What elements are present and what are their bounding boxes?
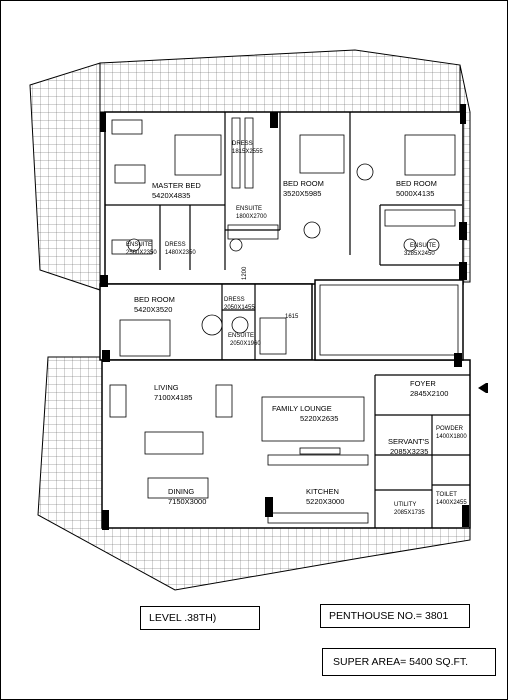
room-size-living: 7100X4185 xyxy=(154,393,192,402)
room-size-kitchen: 5220X3000 xyxy=(306,497,344,506)
terrace-top-left xyxy=(29,62,101,291)
room-name-bedroom-left: BED ROOM xyxy=(134,295,175,304)
room-name-living: LIVING xyxy=(154,383,179,392)
upper-wing xyxy=(104,111,464,285)
room-name-bedroom-center: BED ROOM xyxy=(283,179,324,188)
room-name-dining: DINING xyxy=(168,487,194,496)
open-shaft xyxy=(314,279,464,361)
room-size-dress-top: 1815X2555 xyxy=(232,149,263,155)
room-name-dress-top: DRESS xyxy=(232,141,253,147)
room-size-bedroom-left: 5420X3520 xyxy=(134,305,172,314)
super-area-text: SUPER AREA= 5400 SQ.FT. xyxy=(333,656,469,668)
room-size-dining: 7150X3000 xyxy=(168,497,206,506)
dimension-passage: 1615 xyxy=(285,314,299,320)
room-size-bedroom-center: 3520X5985 xyxy=(283,189,321,198)
room-size-bedroom-right: 5000X4135 xyxy=(396,189,434,198)
terrace-top xyxy=(99,49,461,113)
penthouse-text: PENTHOUSE NO.= 3801 xyxy=(329,610,449,622)
penthouse-label: PENTHOUSE NO.= 3801 xyxy=(320,604,470,628)
room-size-ensuite-right: 3285X2450 xyxy=(404,251,435,257)
structural-columns xyxy=(100,104,469,530)
room-name-kitchen: KITCHEN xyxy=(306,487,339,496)
room-size-family-lounge: 5220X2635 xyxy=(300,414,338,423)
room-size-servants: 2085X3235 xyxy=(390,447,428,456)
dimension-corridor: 1200 xyxy=(242,266,248,280)
super-area-label: SUPER AREA= 5400 SQ.FT. xyxy=(322,648,496,676)
room-name-ensuite-center: ENSUITE xyxy=(236,206,262,212)
room-size-ensuite-center: 1800X2700 xyxy=(236,214,267,220)
room-name-dress-master: DRESS xyxy=(165,242,186,248)
room-size-powder: 1400X1800 xyxy=(436,434,467,440)
room-size-utility: 2085X1735 xyxy=(394,510,425,516)
room-name-ensuite-master: ENSUITE xyxy=(126,242,152,248)
room-size-dress-mid: 2050X1455 xyxy=(224,305,255,311)
room-name-servants: SERVANT'S xyxy=(388,437,429,446)
room-size-foyer: 2845X2100 xyxy=(410,389,448,398)
room-size-dress-master: 1480X2350 xyxy=(165,250,196,256)
room-name-master-bed: MASTER BED xyxy=(152,181,201,190)
built-ins xyxy=(111,117,456,524)
room-name-foyer: FOYER xyxy=(410,379,436,388)
room-name-bedroom-right: BED ROOM xyxy=(396,179,437,188)
partitions xyxy=(105,112,470,528)
room-name-powder: POWDER xyxy=(436,426,464,432)
level-label: LEVEL .38TH) xyxy=(140,606,260,630)
room-size-ensuite-master: 2560X2350 xyxy=(126,250,157,256)
room-name-ensuite-mid: ENSUITE xyxy=(228,333,254,339)
room-name-toilet: TOILET xyxy=(436,492,457,498)
level-text: LEVEL .38TH) xyxy=(149,612,217,624)
room-size-master-bed: 5420X4835 xyxy=(152,191,190,200)
room-name-ensuite-right: ENSUITE xyxy=(410,243,436,249)
room-size-ensuite-mid: 2050X1960 xyxy=(230,341,261,347)
entry-arrow-icon xyxy=(478,383,486,393)
room-name-dress-mid: DRESS xyxy=(224,297,245,303)
room-name-utility: UTILITY xyxy=(394,502,416,508)
furniture xyxy=(109,119,456,499)
room-name-family-lounge: FAMILY LOUNGE xyxy=(272,404,332,413)
room-size-toilet: 1400X2455 xyxy=(436,500,467,506)
